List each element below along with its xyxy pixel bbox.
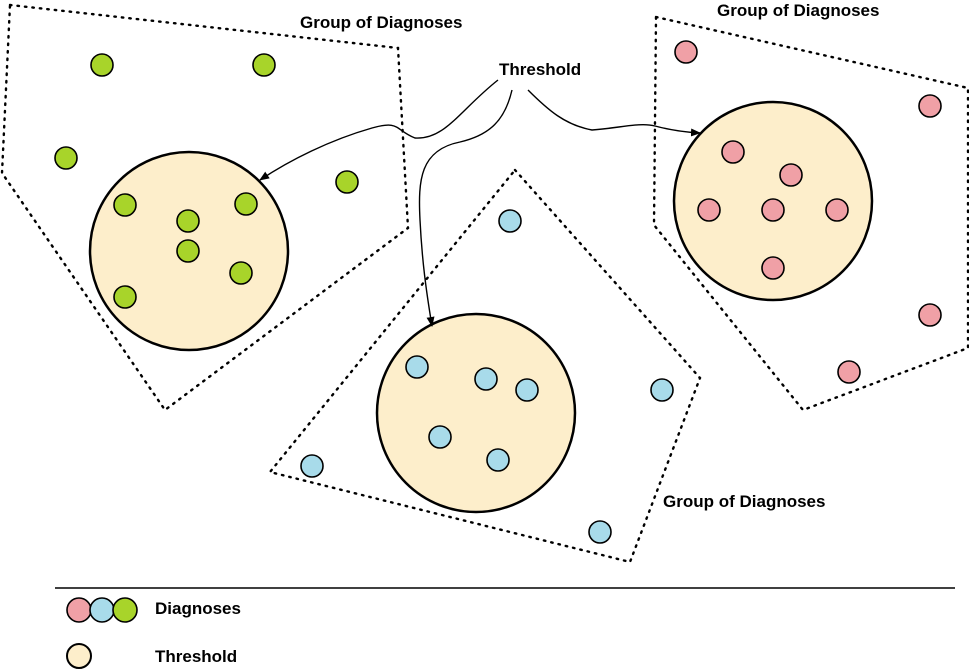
threshold-arrow-right: [527, 89, 701, 137]
diagnosis-dot: [779, 163, 803, 187]
diagnosis-dot: [335, 170, 359, 194]
legend-blue-dot: [89, 597, 115, 623]
diagnosis-dot: [234, 192, 258, 216]
diagnosis-dot: [515, 378, 539, 402]
diagnosis-dot: [825, 198, 849, 222]
diagnosis-dot: [176, 209, 200, 233]
legend-green-dot: [112, 597, 138, 623]
diagnosis-dot: [588, 520, 612, 544]
legend-threshold-circle: [66, 643, 92, 669]
diagnosis-dot: [229, 261, 253, 285]
legend-diagnoses-label: Diagnoses: [155, 599, 241, 618]
diagnosis-dot: [918, 303, 942, 327]
legend-threshold-label: Threshold: [155, 647, 237, 666]
diagnosis-dot: [90, 53, 114, 77]
threshold-circle-middle: [375, 312, 577, 514]
diagnosis-dot: [697, 198, 721, 222]
group-outline-right: [652, 15, 969, 412]
legend: Diagnoses Threshold: [66, 597, 241, 669]
diagnosis-dot: [918, 94, 942, 118]
diagnosis-dot: [721, 140, 745, 164]
threshold-arrow-left: [259, 79, 499, 181]
threshold-arrow-middle: [418, 89, 513, 327]
diagnoses-red: [674, 40, 942, 384]
diagnosis-dot: [474, 367, 498, 391]
diagnosis-dot: [428, 425, 452, 449]
diagnosis-dot: [113, 193, 137, 217]
group-outline-left: [0, 3, 410, 412]
diagnosis-dot: [176, 239, 200, 263]
group-label-right: Group of Diagnoses: [717, 1, 879, 20]
group-label-middle: Group of Diagnoses: [663, 492, 825, 511]
threshold-label: Threshold: [499, 60, 581, 79]
diagnosis-dot: [54, 146, 78, 170]
diagnosis-dot: [837, 360, 861, 384]
diagnosis-dot: [674, 40, 698, 64]
diagnosis-dot: [650, 378, 674, 402]
diagnoses-green: [54, 53, 359, 309]
diagnosis-dot: [405, 355, 429, 379]
diagnosis-dot: [498, 209, 522, 233]
group-outline-middle: [267, 168, 702, 564]
diagnosis-dot: [761, 256, 785, 280]
diagnosis-dot: [300, 454, 324, 478]
diagnosis-dot: [761, 198, 785, 222]
diagnosis-dot: [486, 448, 510, 472]
diagnoses-blue: [300, 209, 674, 544]
diagnosis-dot: [252, 53, 276, 77]
diagnosis-dot: [113, 285, 137, 309]
legend-red-dot: [66, 597, 92, 623]
group-label-left: Group of Diagnoses: [300, 13, 462, 32]
